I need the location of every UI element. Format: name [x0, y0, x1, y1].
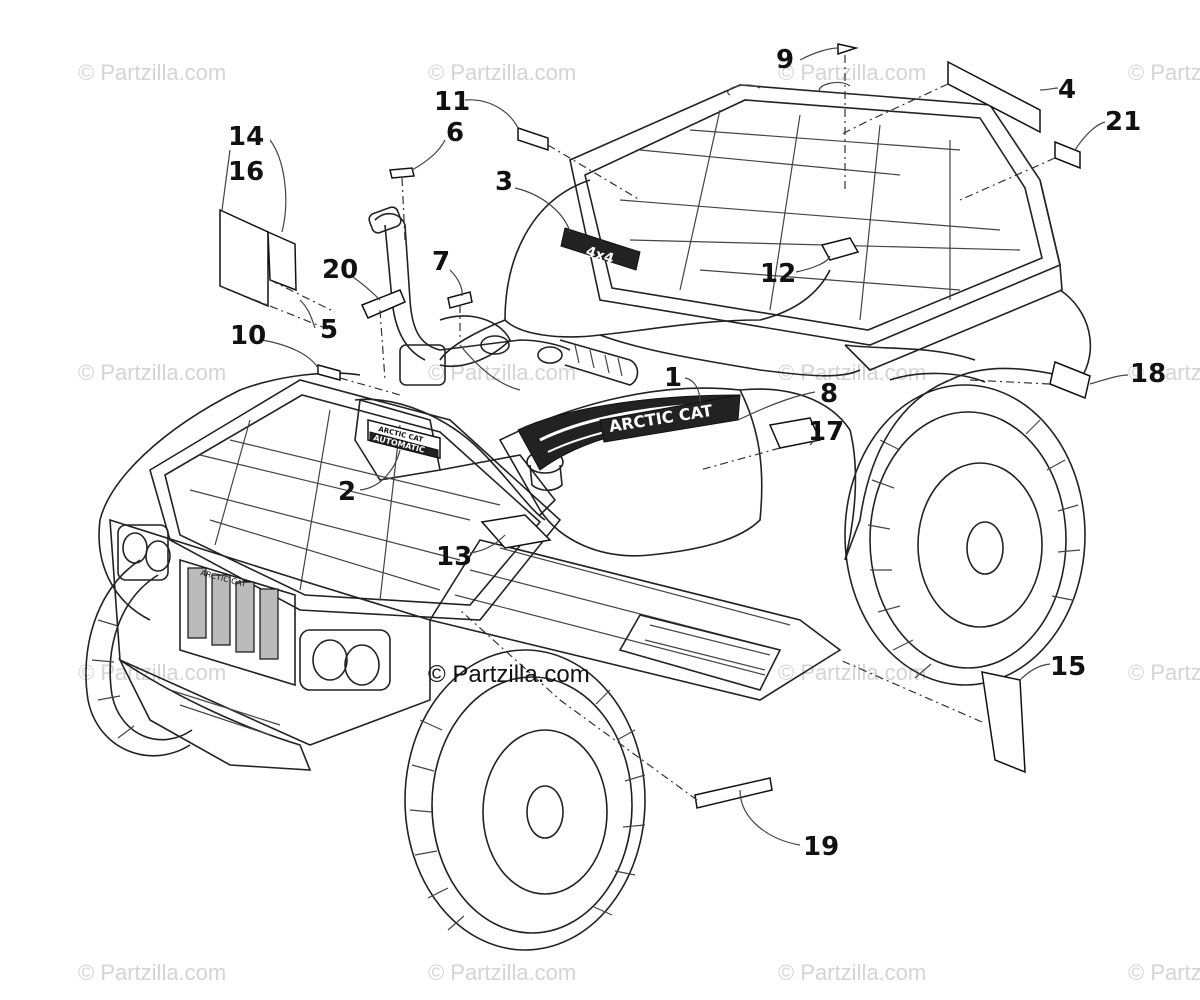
decal-10 [317, 364, 341, 381]
watermark: © Partzilla.com [428, 960, 576, 985]
watermark: © Partzilla.com [778, 960, 926, 985]
decal-6 [389, 167, 415, 179]
front-left-wheel [85, 559, 193, 757]
decal-3: 4x4 [560, 227, 641, 271]
callout-6: 6 [446, 118, 464, 148]
decal-19 [694, 777, 773, 809]
decals: 4x4 ARCTIC CAT AUTOMATIC ARCTIC CAT [219, 43, 1091, 809]
watermark: © Partzilla.com [78, 60, 226, 85]
decal-21 [1054, 140, 1081, 170]
callout-13: 13 [436, 542, 472, 572]
front-fender [98, 372, 564, 621]
callout-9: 9 [776, 45, 794, 75]
callout-10: 10 [230, 321, 266, 351]
decal-4 [947, 60, 1041, 134]
watermark: © Partzilla.com [1128, 960, 1200, 985]
callout-16: 16 [228, 157, 264, 187]
watermark-center: © Partzilla.com [428, 661, 590, 688]
watermark: © Partzilla.com [78, 660, 226, 685]
decal-20 [360, 289, 406, 319]
callout-11: 11 [434, 87, 470, 117]
watermark: © Partzilla.com [778, 60, 926, 85]
callout-2: 2 [338, 477, 356, 507]
grille-slats [187, 567, 279, 660]
callout-12: 12 [760, 259, 796, 289]
callout-14: 14 [228, 122, 264, 152]
body [428, 179, 861, 701]
front-end: ARCTIC CAT [109, 518, 431, 771]
callout-20: 20 [322, 255, 358, 285]
decal-2: ARCTIC CAT AUTOMATIC [367, 419, 441, 459]
callout-17: 17 [808, 417, 844, 447]
decal-9 [837, 43, 859, 56]
callout-18: 18 [1130, 359, 1166, 389]
callout-1: 1 [664, 363, 682, 393]
watermark-layer: © Partzilla.com © Partzilla.com © Partzi… [78, 60, 1200, 985]
callout-3: 3 [495, 167, 513, 197]
callout-21: 21 [1105, 107, 1141, 137]
callout-4: 4 [1058, 75, 1076, 105]
decal-11 [517, 126, 549, 152]
front-wheel [404, 649, 646, 951]
callout-7: 7 [432, 247, 450, 277]
watermark: © Partzilla.com [428, 60, 576, 85]
callout-numbers: 1 2 3 4 5 6 7 8 9 10 11 12 13 14 15 16 1… [228, 45, 1166, 862]
watermark: © Partzilla.com [78, 360, 226, 385]
callout-8: 8 [820, 379, 838, 409]
decal-15 [981, 671, 1026, 774]
decal-12 [820, 237, 860, 261]
decal-17 [768, 417, 822, 449]
watermark: © Partzilla.com [78, 960, 226, 985]
decal-1-8: ARCTIC CAT [517, 394, 741, 471]
rear-rack [569, 81, 1063, 371]
atv-drawing: ARCTIC CAT [85, 81, 1092, 951]
front-rack [149, 379, 562, 621]
rear-wheel [844, 384, 1086, 686]
watermark: © Partzilla.com [428, 360, 576, 385]
watermark: © Partzilla.com [1128, 60, 1200, 85]
decal-18 [1049, 360, 1091, 400]
rear-fender [844, 289, 1092, 561]
callout-5: 5 [320, 315, 338, 345]
decal-16 [219, 208, 269, 308]
watermark: © Partzilla.com [1128, 360, 1200, 385]
watermark: © Partzilla.com [1128, 660, 1200, 685]
decal-14 [267, 230, 297, 292]
callout-19: 19 [803, 832, 839, 862]
leader-lines [219, 47, 1129, 846]
callout-15: 15 [1050, 652, 1086, 682]
